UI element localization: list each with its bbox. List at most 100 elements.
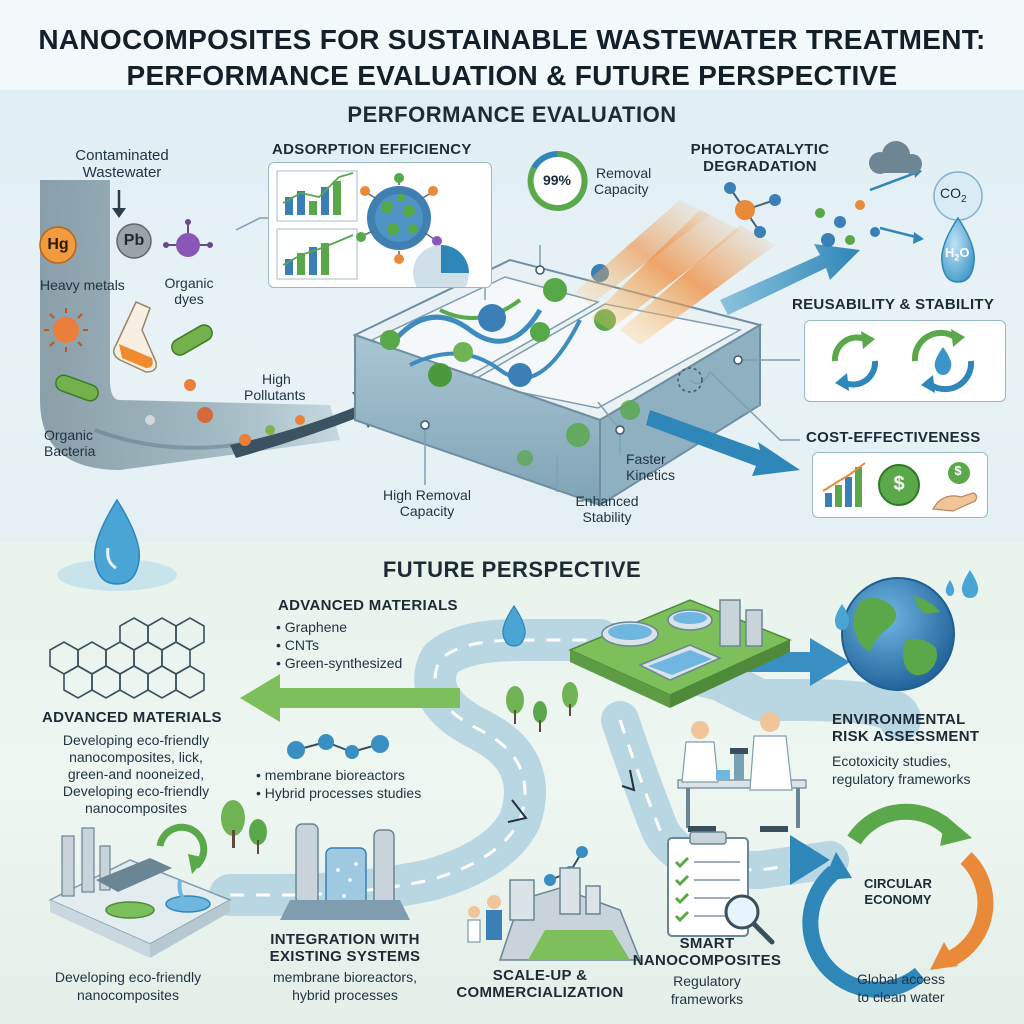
h2o-label: H2O bbox=[945, 245, 970, 263]
degradation-arrow bbox=[720, 244, 860, 315]
reusability-panel bbox=[804, 320, 1006, 402]
h2o-h: H bbox=[945, 245, 955, 260]
pb-label: Pb bbox=[123, 232, 145, 249]
contaminated-line2: Wastewater bbox=[82, 163, 162, 181]
developing-line1: Developing eco-friendly bbox=[54, 969, 202, 985]
env-risk-desc: Ecotoxicity studies, regulatory framewor… bbox=[832, 752, 971, 788]
outflow-arrow bbox=[646, 410, 800, 476]
removal-progress-ring bbox=[527, 150, 588, 211]
smart-desc-line1: Regulatory bbox=[673, 973, 741, 989]
photocatalytic-heading: PHOTOCATALYTIC DEGRADATION bbox=[680, 141, 840, 176]
cost-panel bbox=[812, 452, 988, 518]
faster-kinetics-label: Faster Kinetics bbox=[626, 451, 676, 483]
high-removal-line1: High Removal bbox=[383, 487, 471, 503]
co2-subscript: 2 bbox=[961, 193, 967, 205]
cost-heading: COST-EFFECTIVENESS bbox=[806, 429, 981, 446]
scaleup-heading: SCALE-UP & COMMERCIALIZATION bbox=[440, 967, 640, 1002]
membrane-item-bioreactors: • membrane bioreactors bbox=[256, 767, 405, 783]
adv-top-list: • Graphene • CNTs • Green-synthesized bbox=[276, 618, 402, 672]
contaminated-line1: Contaminated bbox=[75, 147, 169, 164]
organic-dye-icon bbox=[163, 219, 213, 257]
env-title-line2: RISK ASSESSMENT bbox=[832, 727, 980, 745]
env-desc-line2: regulatory frameworks bbox=[832, 771, 971, 787]
dollar-sign-small: $ bbox=[954, 463, 962, 478]
bacteria-icon bbox=[55, 324, 213, 402]
co2-text: CO bbox=[940, 185, 961, 201]
organic-dyes-line2: dyes bbox=[174, 290, 204, 307]
organic-dyes-label: Organic dyes bbox=[154, 275, 224, 307]
high-removal-line2: Capacity bbox=[399, 502, 455, 519]
scaleup-line1: SCALE-UP & bbox=[492, 967, 588, 984]
removal-capacity-label: Removal Capacity bbox=[594, 165, 652, 197]
hand-money-icon bbox=[931, 462, 978, 512]
high-removal-label: High Removal Capacity bbox=[362, 487, 492, 519]
smart-line1: SMART bbox=[679, 935, 735, 952]
recycle-icon bbox=[831, 331, 879, 391]
smart-heading: SMART NANOCOMPOSITES bbox=[622, 935, 792, 970]
future-heading: FUTURE PERSPECTIVE bbox=[382, 557, 642, 582]
photocatalytic-line2: DEGRADATION bbox=[703, 157, 817, 175]
integration-desc: membrane bioreactors, hybrid processes bbox=[250, 968, 440, 1004]
circular-line1: CIRCULAR bbox=[864, 876, 932, 891]
integration-desc-line1: membrane bioreactors, bbox=[273, 969, 417, 985]
flask-icon bbox=[113, 301, 158, 373]
adv-left-line5: nanocomposites bbox=[85, 800, 187, 816]
adv-left-line2: nanocomposites, lick, bbox=[69, 749, 203, 765]
global-line1: Global access bbox=[857, 971, 945, 987]
contaminated-label: Contaminated Wastewater bbox=[52, 147, 192, 182]
mercury-icon bbox=[39, 226, 77, 264]
high-pollutants-label: High Pollutants bbox=[244, 371, 306, 403]
main-title-line2: PERFORMANCE EVALUATION & FUTURE PERSPECT… bbox=[126, 60, 898, 91]
adv-left-line4: Developing eco-friendly bbox=[62, 783, 210, 799]
enhanced-stability-label: Enhanced Stability bbox=[552, 493, 662, 525]
water-cycle-icon bbox=[911, 329, 975, 393]
main-title: NANOCOMPOSITES FOR SUSTAINABLE WASTEWATE… bbox=[0, 22, 1024, 94]
organic-bacteria-label: Organic Bacteria bbox=[44, 427, 96, 459]
adsorption-graphics bbox=[276, 170, 469, 287]
global-line2: to clean water bbox=[857, 989, 945, 1005]
h2o-o: O bbox=[959, 245, 970, 260]
organic-bacteria-line2: Bacteria bbox=[44, 442, 96, 459]
adv-left-line3: green-and nooneized, bbox=[67, 766, 205, 782]
env-risk-heading: ENVIRONMENTAL RISK ASSESSMENT bbox=[832, 711, 980, 746]
photocatalytic-line1: PHOTOCATALYTIC bbox=[690, 141, 830, 158]
adv-top-item-graphene: • Graphene bbox=[276, 619, 348, 635]
reusability-graphics bbox=[831, 329, 975, 393]
growth-chart-icon bbox=[822, 462, 866, 507]
adv-top-item-green: • Green-synthesized bbox=[276, 655, 403, 671]
main-title-line1: NANOCOMPOSITES FOR SUSTAINABLE WASTEWATE… bbox=[38, 24, 986, 55]
removal-percent: 99% bbox=[542, 172, 572, 188]
high-pollutants-line1: High bbox=[262, 371, 291, 387]
smart-desc: Regulatory frameworks bbox=[622, 972, 792, 1008]
membrane-item-hybrid: • Hybrid processes studies bbox=[256, 785, 422, 801]
organic-bacteria-line1: Organic bbox=[44, 427, 94, 443]
integration-heading: INTEGRATION WITH EXISTING SYSTEMS bbox=[250, 931, 440, 966]
organic-dyes-line1: Organic bbox=[164, 275, 214, 291]
cloud-icon bbox=[869, 141, 922, 174]
env-desc-line1: Ecotoxicity studies, bbox=[832, 753, 952, 769]
high-pollutants-line2: Pollutants bbox=[244, 386, 306, 403]
smart-desc-line2: frameworks bbox=[670, 991, 744, 1007]
co2-label: CO2 bbox=[940, 185, 967, 205]
adv-left-desc: Developing eco-friendly nanocomposites, … bbox=[30, 732, 242, 817]
virus-icon bbox=[44, 308, 88, 352]
adsorption-heading: ADSORPTION EFFICIENCY bbox=[272, 141, 472, 158]
lead-icon bbox=[116, 223, 152, 259]
pollutant-arrow bbox=[230, 392, 395, 458]
removal-capacity-line1: Removal bbox=[596, 165, 652, 181]
water-drop-icon bbox=[941, 216, 975, 283]
photocatalyst-molecule-icon bbox=[724, 182, 781, 238]
membrane-list: • membrane bioreactors • Hybrid processe… bbox=[256, 766, 421, 802]
enhanced-line2: Stability bbox=[582, 508, 632, 525]
enhanced-line1: Enhanced bbox=[575, 493, 639, 509]
faster-line1: Faster bbox=[626, 451, 666, 467]
adv-left-heading: ADVANCED MATERIALS bbox=[42, 709, 222, 726]
faster-line2: Kinetics bbox=[626, 466, 676, 483]
env-title-line1: ENVIRONMENTAL bbox=[832, 711, 966, 728]
wastewater-stream bbox=[40, 180, 340, 470]
removal-capacity-line2: Capacity bbox=[594, 180, 649, 197]
adsorption-panel bbox=[268, 162, 492, 288]
global-access-label: Global access to clean water bbox=[826, 970, 976, 1006]
integration-desc-line2: hybrid processes bbox=[292, 987, 398, 1003]
